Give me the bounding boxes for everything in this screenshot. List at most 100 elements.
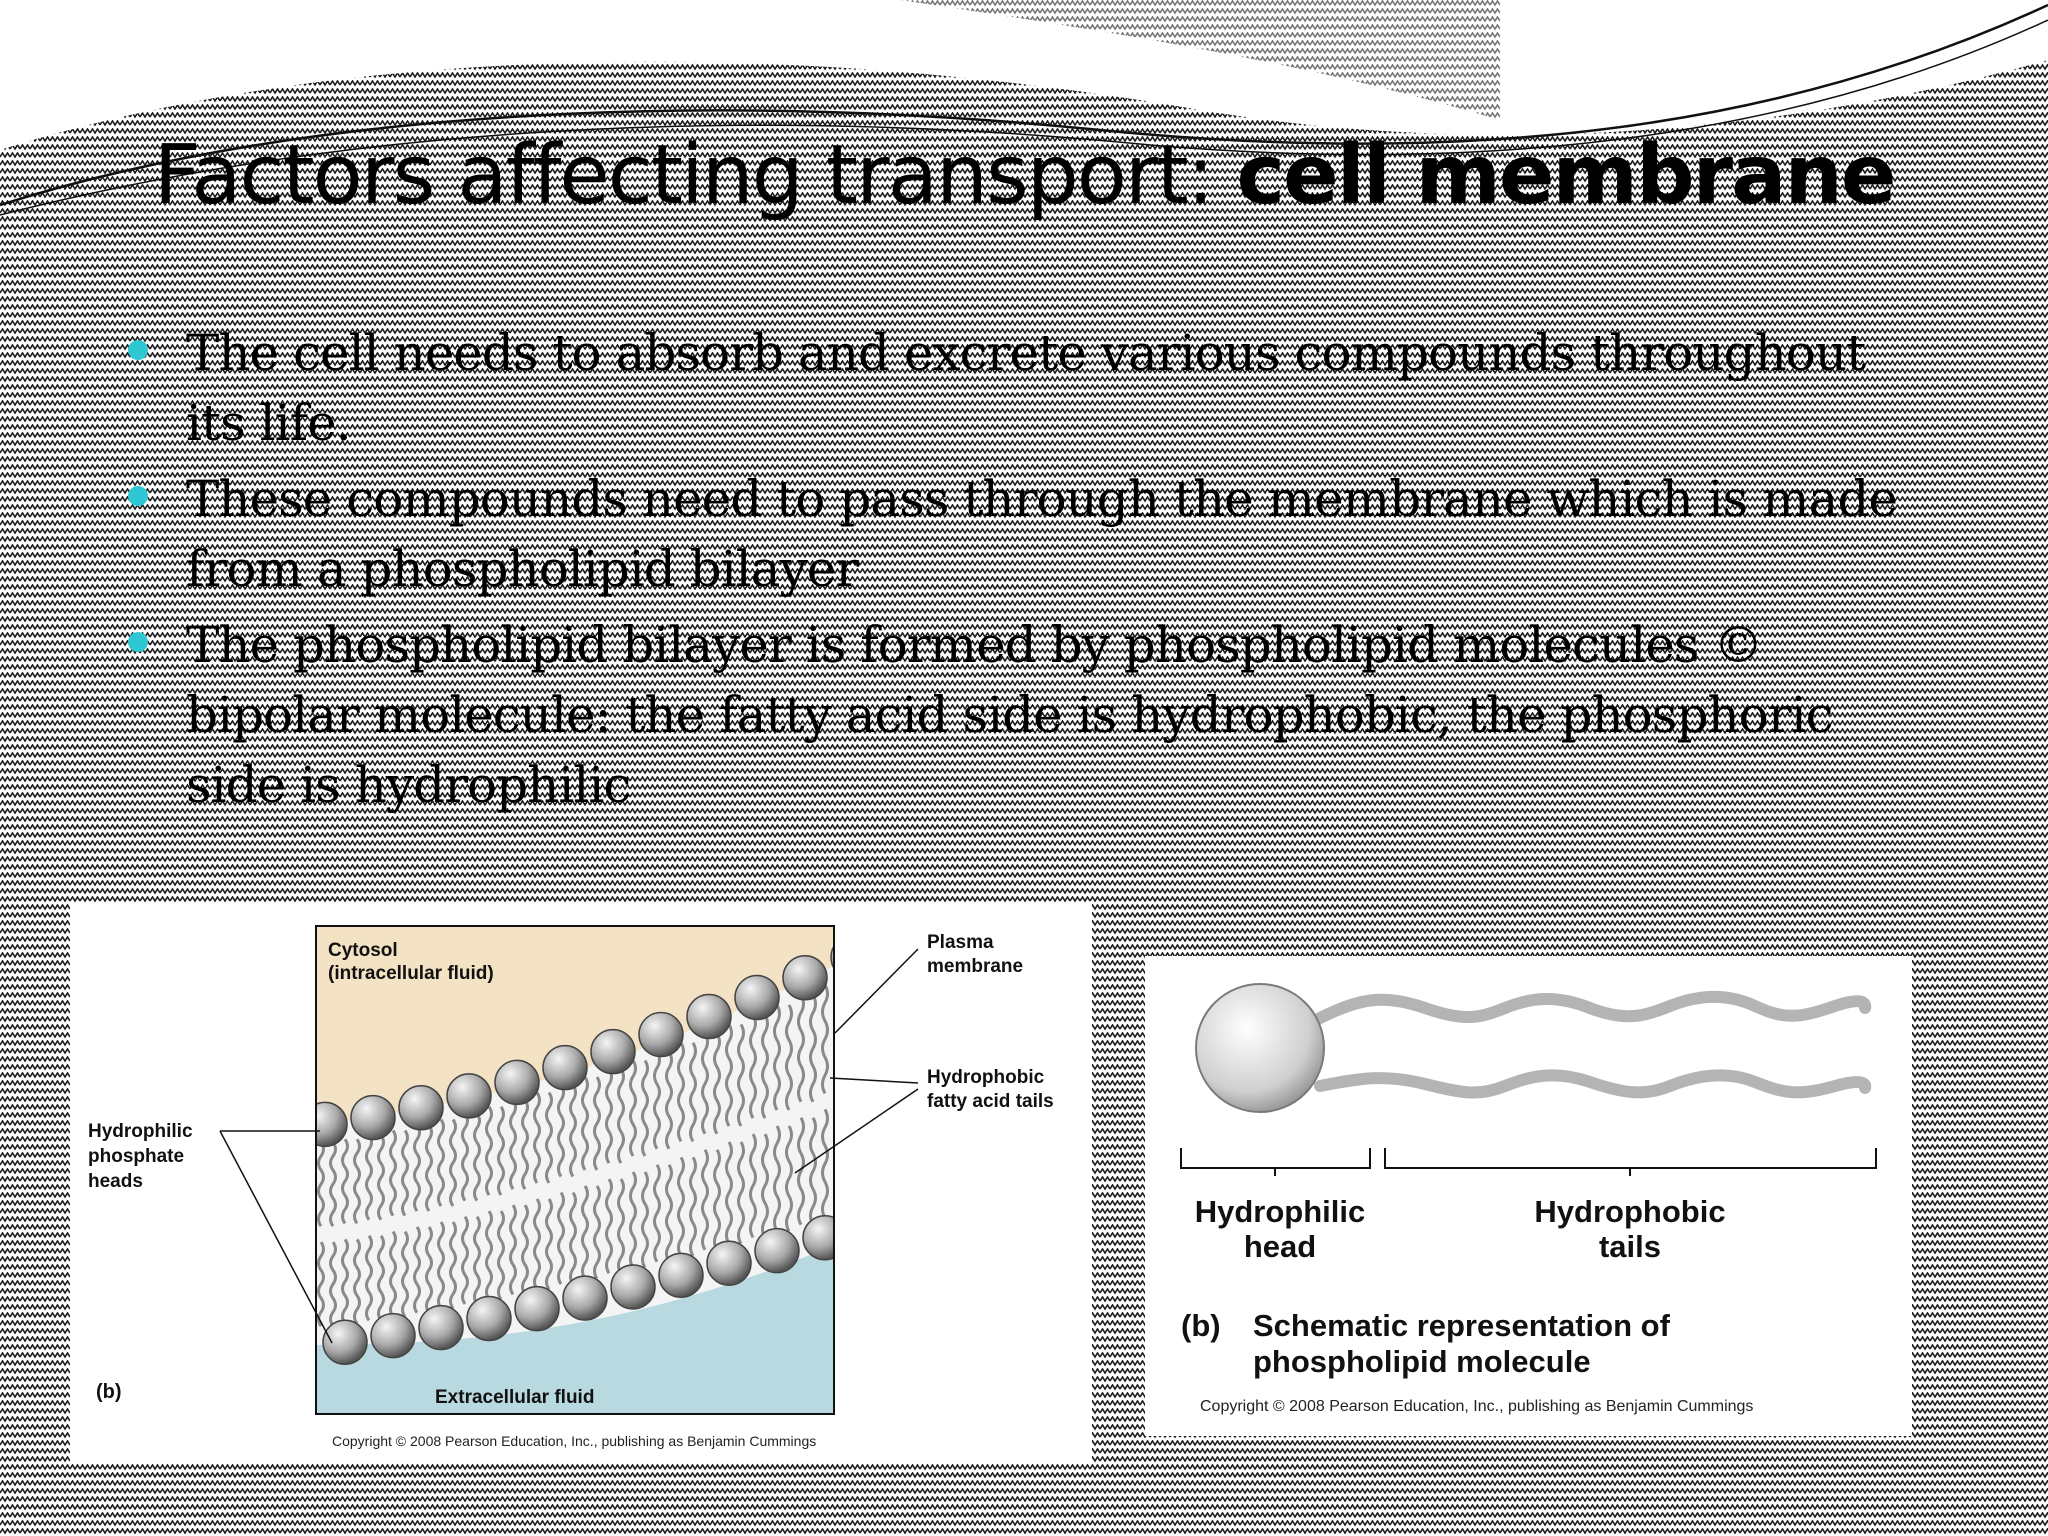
bullet-dot-icon [128, 340, 148, 360]
fatty-acid-tail [461, 1112, 469, 1202]
phosphate-head [638, 1011, 684, 1058]
fatty-acid-tail [725, 1141, 733, 1245]
fatty-acid-tail [437, 1118, 445, 1207]
bilayer-diagram [315, 925, 835, 1415]
phosphate-head [494, 1059, 540, 1106]
fatty-acid-tail [461, 1215, 469, 1305]
fatty-acid-tail [809, 994, 817, 1103]
fatty-acid-tail [545, 1091, 553, 1184]
phosphate-head [322, 1319, 368, 1366]
fatty-acid-tail [701, 1148, 709, 1251]
phosphate-head [562, 1275, 608, 1321]
phosphate-head [706, 1240, 752, 1286]
fatty-acid-tail [749, 1013, 757, 1119]
hydrophilic-heads-label: Hydrophilic phosphate heads [88, 1121, 193, 1192]
phosphate-head [734, 974, 780, 1021]
fatty-acid-tail [665, 1163, 673, 1263]
fatty-acid-tail [605, 1178, 613, 1274]
fatty-acid-tail [605, 1068, 613, 1164]
phosphate-head [398, 1084, 444, 1131]
phosphate-head [350, 1094, 396, 1141]
fatty-acid-tail [449, 1221, 457, 1310]
fatty-acid-tail [797, 994, 805, 1103]
fatty-acid-tail [377, 1134, 385, 1221]
fatty-acid-tail [581, 1185, 589, 1280]
phosphate-head [514, 1285, 560, 1332]
fatty-acid-tail [473, 1112, 481, 1202]
fatty-acid-tail [329, 1141, 337, 1228]
fatty-acid-tail [761, 1133, 769, 1239]
bullet-dot-icon [128, 632, 148, 652]
panel-label: (b) [1181, 1308, 1221, 1343]
phosphate-head [542, 1044, 588, 1091]
fatty-acid-tail [473, 1215, 481, 1305]
fatty-acid-tail [689, 1156, 697, 1257]
phosphate-head [446, 1073, 492, 1119]
bullet-list: The cell needs to absorb and excrete var… [128, 318, 1918, 826]
fatty-acid-tail [821, 983, 829, 1095]
fatty-acid-tail [449, 1118, 457, 1207]
fatty-acid-tail [425, 1124, 433, 1212]
fatty-acid-tail [425, 1226, 433, 1314]
bullet-dot-icon [128, 486, 148, 506]
fatty-acid-tail [341, 1138, 349, 1225]
fatty-acid-tail [761, 1013, 769, 1119]
copyright-text: Copyright © 2008 Pearson Education, Inc.… [1200, 1398, 1754, 1415]
phosphate-head [802, 1214, 835, 1261]
fatty-acid-tail [413, 1226, 421, 1314]
fatty-acid-tail [557, 1191, 565, 1285]
fatty-acid-tail [641, 1059, 649, 1157]
fatty-acid-tail [677, 1042, 685, 1143]
fatty-acid-tail [509, 1098, 517, 1190]
fatty-acid-tail [653, 1163, 661, 1263]
fatty-acid-tail [437, 1221, 445, 1310]
fatty-acid-tail [713, 1032, 721, 1135]
fatty-acid-tail [629, 1171, 637, 1269]
fatty-acid-tail [737, 1141, 745, 1245]
fatty-acid-tail [665, 1051, 673, 1150]
copyright-text: Copyright © 2008 Pearson Education, Inc.… [332, 1433, 817, 1449]
phosphate-head [418, 1304, 464, 1351]
fatty-acid-tail [317, 1141, 325, 1228]
fatty-acid-tail [401, 1230, 409, 1318]
fatty-acid-tail [413, 1124, 421, 1212]
fatty-acid-tail [353, 1238, 361, 1325]
panel-label: (b) [96, 1381, 122, 1403]
bullet-item: The cell needs to absorb and excrete var… [128, 318, 1918, 458]
fatty-acid-tail [821, 1108, 829, 1219]
fatty-acid-tail [569, 1084, 577, 1178]
fatty-acid-tail [485, 1105, 493, 1196]
molecule-caption: Schematic representation of phospholipid… [1253, 1308, 1670, 1379]
hydrophobic-tails-label: Hydrophobic tails [1534, 1194, 1726, 1264]
fatty-acid-tail [785, 1125, 793, 1232]
fatty-acid-tail [389, 1230, 397, 1318]
plasma-membrane-label: Plasma membrane [927, 932, 1024, 977]
fatty-acid-tail [521, 1204, 529, 1296]
fatty-acid-tail [809, 1117, 817, 1226]
fatty-acid-tail [641, 1171, 649, 1269]
fatty-acid-tail [497, 1105, 505, 1196]
phospholipid-diagram [1180, 983, 1877, 1176]
fatty-acid-tail [485, 1210, 493, 1301]
extracellular-label: Extracellular fluid [435, 1387, 595, 1408]
fatty-acid-tail [365, 1234, 373, 1322]
fatty-acid-tail [797, 1117, 805, 1226]
fatty-acid-tail [749, 1133, 757, 1239]
fatty-acid-tail [773, 1125, 781, 1232]
fatty-acid-tail [389, 1129, 397, 1217]
phosphate-head [315, 1101, 348, 1148]
fatty-acid-tail [629, 1059, 637, 1157]
fatty-acid-tail [773, 1004, 781, 1111]
fatty-acid-tail [737, 1023, 745, 1127]
phosphate-head [466, 1295, 512, 1342]
fatty-acid-tail [593, 1076, 601, 1171]
bullet-item: These compounds need to pass through the… [128, 464, 1918, 604]
fatty-acid-tail [521, 1098, 529, 1190]
fatty-acid-tail [341, 1238, 349, 1325]
fatty-acid-tail [497, 1210, 505, 1301]
fatty-acid-tail [677, 1156, 685, 1257]
phosphate-head [590, 1028, 636, 1075]
fatty-acid-tail [557, 1084, 565, 1178]
fatty-acid-tail [569, 1191, 577, 1285]
fatty-acid-tail [617, 1178, 625, 1274]
